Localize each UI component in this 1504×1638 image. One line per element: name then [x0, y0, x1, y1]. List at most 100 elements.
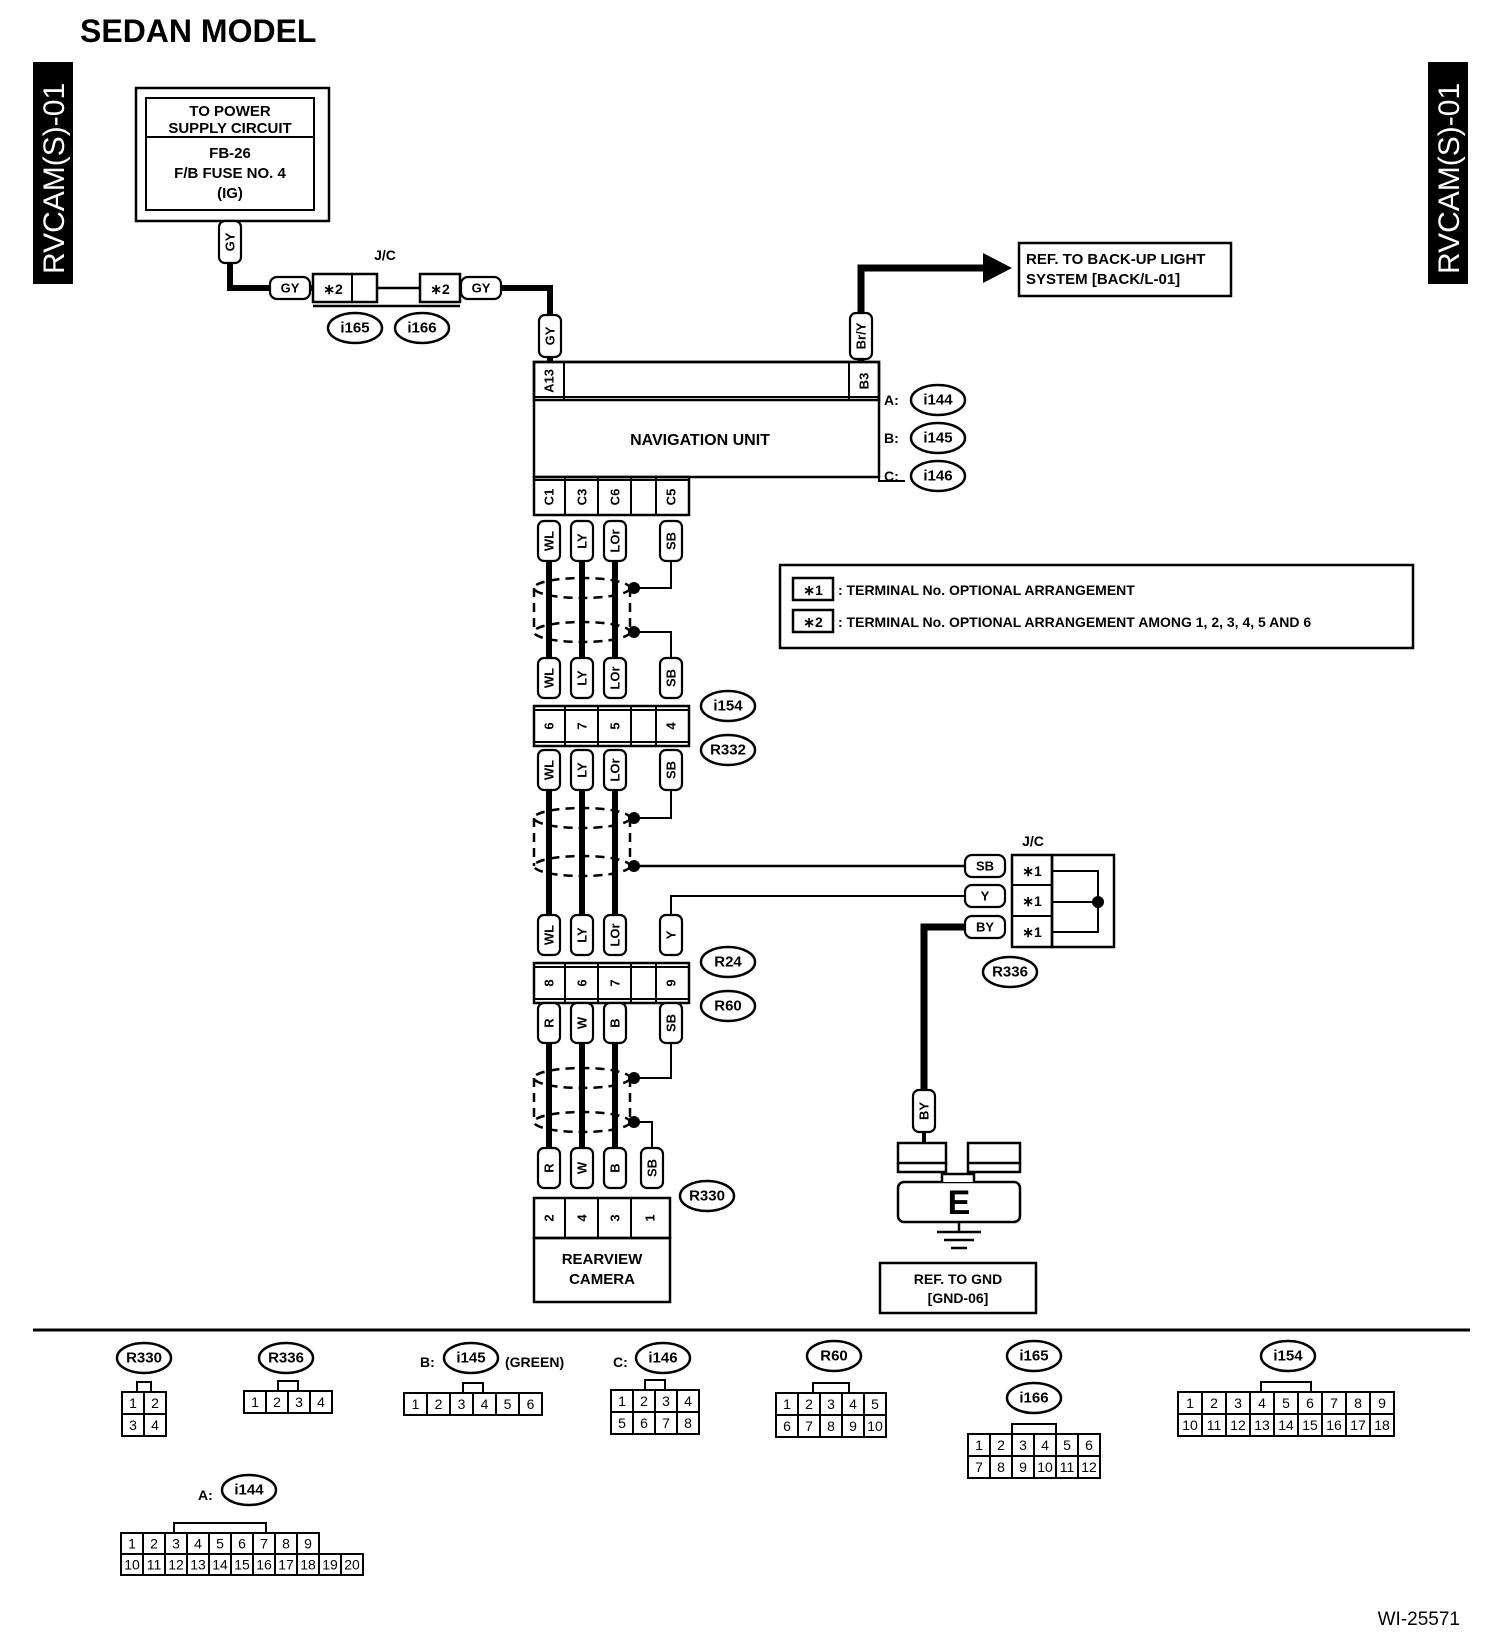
- conn-r24: R24: [714, 954, 742, 971]
- pinout-i144-pin: 8: [282, 1536, 290, 1552]
- pinout-i144-pin: 3: [172, 1536, 180, 1552]
- pinout-r60-pin: 10: [867, 1418, 883, 1434]
- pinout-i146-pin: 6: [640, 1415, 648, 1431]
- wire-gy-nav: GY: [543, 326, 558, 345]
- pinout-i144-pin: 9: [304, 1536, 312, 1552]
- side-tag-left-text: RVCAM(S)-01: [38, 83, 71, 274]
- pinout-i145-pin: 4: [481, 1396, 489, 1412]
- footer-i146-oval: [634, 1341, 692, 1375]
- footer-r330-oval: [115, 1341, 173, 1375]
- pinout-i144-cell: [340, 1553, 364, 1576]
- conn-i165: i165: [340, 320, 369, 337]
- conn-r330-oval: [678, 1179, 736, 1213]
- pinout-i154-pin: 17: [1350, 1417, 1366, 1433]
- pinout-i144-pin: 6: [238, 1536, 246, 1552]
- wire-ly1: LY: [575, 533, 590, 549]
- pinout-r60-pin: 3: [827, 1396, 835, 1412]
- pinout-i146-pin: 1: [618, 1393, 626, 1409]
- wire-sb3-tag: [658, 748, 684, 792]
- pinout-i165-pin: 10: [1037, 1459, 1053, 1475]
- pinout-i146-pin: 5: [618, 1415, 626, 1431]
- svg-text:REF. TO GND: REF. TO GND: [914, 1271, 1002, 1287]
- wire-b2-tag: [602, 1146, 628, 1190]
- pinout-i146-pin: 4: [684, 1393, 692, 1409]
- wire-bry-nav-tag: [848, 311, 874, 361]
- wire-wl4: WL: [542, 925, 557, 945]
- conn-r332: R332: [710, 742, 746, 759]
- wire-r2-tag: [536, 1146, 562, 1190]
- pin-c6: C6: [608, 489, 623, 506]
- pinout-i165-cell: [1077, 1455, 1101, 1479]
- wire-r1: R: [542, 1018, 557, 1028]
- wire-y1: Y: [664, 930, 679, 939]
- pin-i154-n7: 7: [575, 722, 590, 729]
- wire-gy-jc-out: GY: [472, 281, 491, 296]
- pin-r330-n2: 2: [542, 1214, 557, 1221]
- footer-i144-oval: [220, 1473, 278, 1507]
- wire-sb4: SB: [664, 1014, 679, 1032]
- wire-lor2-tag: [602, 656, 628, 700]
- footer-i154: i154: [1273, 1348, 1303, 1365]
- pinout-i146-pin: 7: [662, 1415, 670, 1431]
- conn-i144: i144: [923, 392, 953, 409]
- joint-connector-right: J/C ∗1 ∗1 ∗1: [1010, 833, 1116, 949]
- pinout-r60-pin: 1: [783, 1396, 791, 1412]
- pinout-i165-pin: 1: [975, 1437, 983, 1453]
- pinout-i154-pin: 16: [1326, 1417, 1342, 1433]
- pinout-i145-pin: 6: [527, 1396, 535, 1412]
- pin-r24-n7b: 7: [608, 979, 623, 986]
- wire-ly4-tag: [569, 913, 595, 957]
- pinout-r330-pin: 3: [129, 1417, 137, 1433]
- svg-text:F/B FUSE NO. 4: F/B FUSE NO. 4: [174, 165, 286, 182]
- pinout-i154-pin: 13: [1254, 1417, 1270, 1433]
- footer-i154-oval: [1259, 1339, 1317, 1373]
- svg-text:∗1: ∗1: [1022, 863, 1042, 879]
- pinout-r60-key: [812, 1382, 850, 1394]
- wire-ly4: LY: [575, 927, 590, 943]
- pinout-i154-pin: 14: [1278, 1417, 1294, 1433]
- svg-text:∗2: ∗2: [430, 281, 450, 297]
- pinout-i165-pin: 7: [975, 1459, 983, 1475]
- wire-sb2-tag: [658, 656, 684, 700]
- conn-i146-oval: [909, 459, 967, 493]
- pinout-r60-pin: 4: [849, 1396, 857, 1412]
- pinout-i144-pin: 11: [147, 1557, 162, 1573]
- pinout-i146-cell: [676, 1411, 700, 1435]
- pin-a13: A13: [542, 369, 557, 393]
- pinout-i144-pin: 15: [234, 1557, 250, 1573]
- wire-jc-sb: SB: [976, 859, 994, 874]
- conn-i165-oval: [326, 311, 384, 345]
- side-tag-right-text: RVCAM(S)-01: [1433, 83, 1466, 274]
- pinout-i144-pin: 5: [216, 1536, 224, 1552]
- pinout-i165-pin: 2: [997, 1437, 1005, 1453]
- diagram-title: SEDAN MODEL: [80, 13, 316, 49]
- pinout-i165-pin: 4: [1041, 1437, 1049, 1453]
- pinout-i165-pin: 11: [1060, 1459, 1075, 1475]
- conn-i145-oval: [909, 421, 967, 455]
- pinout-i165-pin: 3: [1019, 1437, 1027, 1453]
- pinout-i146-pin: 2: [640, 1393, 648, 1409]
- svg-text:FB-26: FB-26: [209, 145, 251, 162]
- pinout-i154-pin: 12: [1230, 1417, 1246, 1433]
- pinout-i145-pin: 3: [458, 1396, 466, 1412]
- pin-c3: C3: [575, 489, 590, 506]
- pinout-i144-key: [173, 1522, 267, 1534]
- wire-wl1-tag: [536, 519, 562, 563]
- wire-b2: B: [608, 1163, 623, 1172]
- pin-r24-n9: 9: [664, 979, 679, 986]
- conn-r330: R330: [689, 1188, 725, 1205]
- footer-a-prefix: A:: [198, 1487, 213, 1503]
- pinout-i154-pin: 11: [1207, 1417, 1222, 1433]
- pinout-i154-key: [1260, 1381, 1312, 1393]
- wire-jc-y: Y: [981, 889, 990, 904]
- svg-text:SUPPLY CIRCUIT: SUPPLY CIRCUIT: [168, 120, 291, 137]
- pinout-r330-pin: 4: [151, 1417, 159, 1433]
- rearview-camera: REARVIEW CAMERA: [532, 1196, 672, 1304]
- footer-b-prefix: B:: [420, 1354, 435, 1370]
- wire-w1-tag: [569, 1001, 595, 1045]
- pinout-r330-key: [136, 1381, 152, 1393]
